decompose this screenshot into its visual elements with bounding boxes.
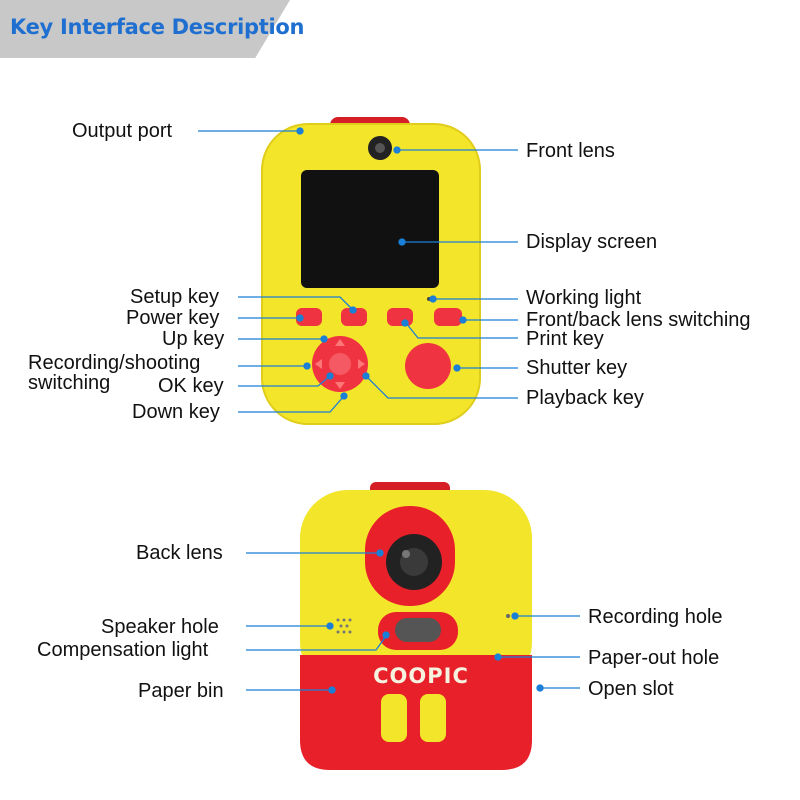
label-open-slot: Open slot [588, 678, 674, 700]
header-banner [0, 0, 290, 58]
power-key-icon [296, 308, 322, 326]
speaker-hole-icon [336, 618, 352, 634]
label-recording-shooting-2: switching [28, 372, 111, 394]
compensation-light-icon [395, 618, 441, 642]
switch-key-icon [434, 308, 462, 326]
label-front-lens: Front lens [526, 140, 615, 162]
label-up-key: Up key [162, 328, 225, 350]
label-front-back-switch: Front/back lens switching [526, 309, 751, 331]
label-print-key: Print key [526, 328, 604, 350]
label-recording-hole: Recording hole [588, 606, 723, 628]
label-display-screen: Display screen [526, 231, 658, 253]
label-ok-key: OK key [158, 375, 224, 397]
label-output-port: Output port [72, 120, 173, 142]
page-title: Key Interface Description [10, 15, 305, 39]
label-back-lens: Back lens [136, 542, 223, 564]
label-paper-out-hole: Paper-out hole [588, 647, 720, 669]
label-setup-key: Setup key [130, 286, 219, 308]
setup-key-icon [341, 308, 367, 326]
label-power-key: Power key [126, 307, 220, 329]
label-paper-bin: Paper bin [138, 680, 224, 702]
label-speaker-hole: Speaker hole [101, 616, 219, 638]
label-working-light: Working light [526, 287, 642, 309]
label-recording-shooting: Recording/shooting [28, 352, 201, 374]
display-screen-icon [301, 170, 439, 288]
label-down-key: Down key [132, 401, 220, 423]
label-playback-key: Playback key [526, 387, 644, 409]
brand-logo: COOPIC [373, 664, 469, 688]
label-compensation-light: Compensation light [37, 639, 209, 661]
shutter-key-icon [405, 343, 451, 389]
label-shutter-key: Shutter key [526, 357, 628, 379]
